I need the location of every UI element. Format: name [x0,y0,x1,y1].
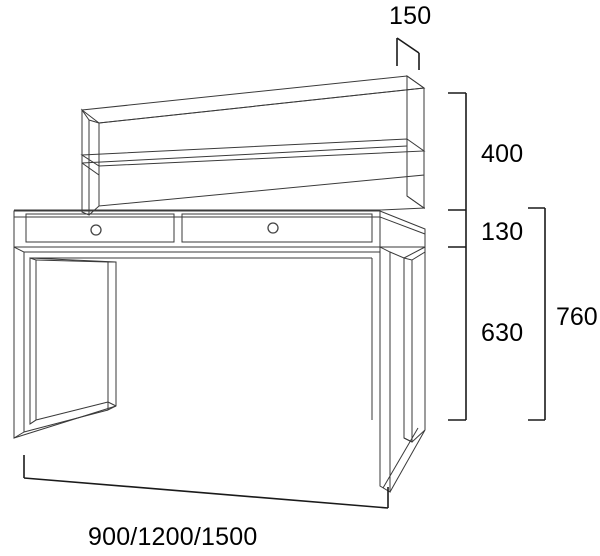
dim-label-130: 130 [481,218,523,246]
hutch-right-panel-bottom [407,196,424,208]
dim-label-width: 900/1200/1500 [88,523,257,551]
hutch-assembly [82,76,424,215]
dim-label-400: 400 [481,140,523,168]
left-drawer-front[interactable] [26,214,174,242]
right-leg-top-front-join [390,252,404,258]
leg-assembly [14,247,425,492]
left-leg-top-inner-rail [36,260,108,262]
desk-top-cap-right [380,217,425,234]
dim-150-angled [396,37,420,54]
right-leg-bottom-rail-front [390,430,425,492]
right-leg-bottom-rail-inner [383,428,418,488]
right-leg-foot-outer-join [412,430,425,442]
dimension-width: 900/1200/1500 [23,455,389,551]
dimension-total-height: 760 [528,207,598,421]
left-leg-bottom-inner-join [30,420,36,424]
right-drawer-knob-icon[interactable] [267,222,279,234]
left-leg-bottom-rail-front [14,406,116,438]
left-drawer-knob-icon[interactable] [90,224,102,236]
left-leg-bottom-rail-top [24,410,108,432]
dim-width-line [23,477,389,509]
right-leg-top-outer-join [404,247,425,258]
dim-label-760: 760 [556,303,598,331]
hutch-shelf-front-underside [82,146,407,163]
left-leg-top-rail [30,258,116,262]
dim-label-630: 630 [481,319,523,347]
hutch-left-panel-top-join [89,120,99,123]
right-leg-inner-foot-join [404,438,412,442]
left-leg-bottom-rail-inner [36,402,108,420]
desk-top-plane-helper [14,207,426,211]
right-leg-top-join [412,252,425,260]
drawer-row [26,214,372,242]
right-drawer-front[interactable] [182,214,372,242]
dim-label-150: 150 [389,2,431,30]
left-leg-rear-foot-join [108,402,116,406]
dimension-hutch-depth: 150 [389,2,431,70]
hutch-top-inner-edge [99,88,424,123]
dimension-chain-inner: 400 130 630 [448,92,523,421]
